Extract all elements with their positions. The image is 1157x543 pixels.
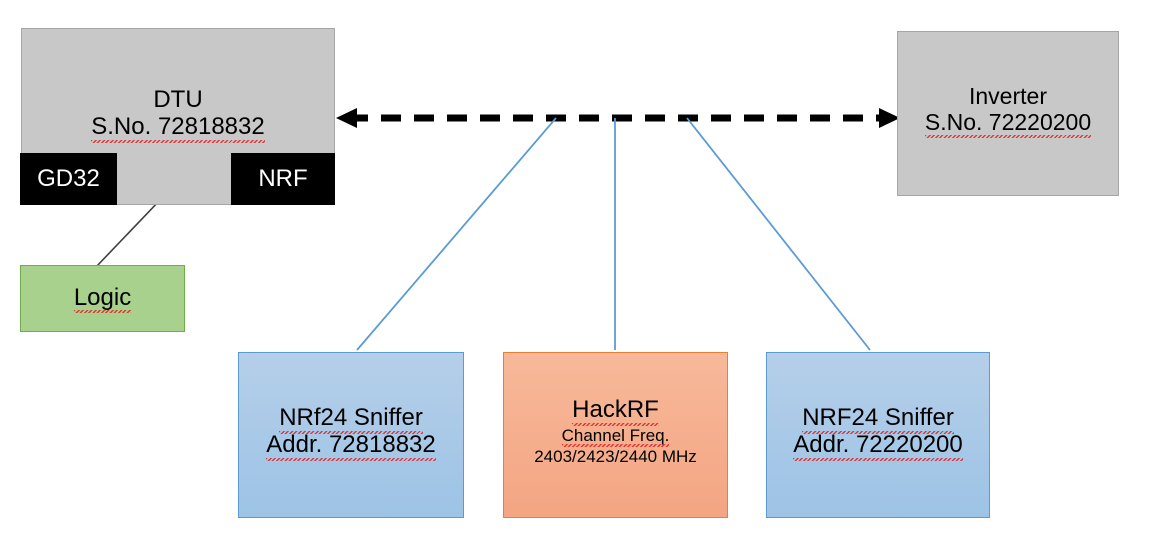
- inverter-serial: S.No. 72220200: [924, 108, 1092, 138]
- nrf-label: NRF: [258, 165, 308, 192]
- hackrf-title-text: HackRF: [572, 396, 659, 426]
- logic-label: Logic: [73, 284, 132, 313]
- inverter-serial-text: S.No. 72220200: [924, 108, 1092, 138]
- node-hackrf[interactable]: HackRF Channel Freq. 2403/2423/2440 MHz: [503, 352, 728, 518]
- sniffer-right-address: Addr. 72220200: [793, 430, 963, 461]
- node-logic[interactable]: Logic: [20, 265, 185, 332]
- dtu-serial-text: S.No. 72818832: [91, 112, 266, 143]
- sniffer-left-title: NRf24 Sniffer: [279, 404, 423, 434]
- rf-link-dashed-arrow: [336, 108, 900, 128]
- sniffer-left-address: Addr. 72818832: [266, 430, 436, 461]
- sniffer-right-title-text: NRF24 Sniffer: [802, 404, 954, 434]
- node-sniffer-right[interactable]: NRF24 Sniffer Addr. 72220200: [766, 352, 990, 518]
- dtu-serial: S.No. 72818832: [91, 112, 266, 143]
- sniffer-right-address-text: Addr. 72220200: [793, 430, 963, 461]
- hackrf-subtitle-text: Channel Freq.: [561, 425, 670, 447]
- node-sniffer-left[interactable]: NRf24 Sniffer Addr. 72818832: [238, 352, 464, 518]
- sniffer-left-title-text: NRf24 Sniffer: [279, 404, 423, 434]
- node-nrf[interactable]: NRF: [231, 153, 335, 205]
- inverter-title: Inverter: [969, 83, 1047, 109]
- node-inverter[interactable]: Inverter S.No. 72220200: [897, 31, 1119, 196]
- sniffer-right-title: NRF24 Sniffer: [802, 404, 954, 434]
- hackrf-subtitle: Channel Freq.: [561, 425, 670, 447]
- hackrf-title: HackRF: [572, 396, 659, 426]
- hackrf-frequencies: 2403/2423/2440 MHz: [534, 446, 697, 466]
- gd32-label: GD32: [37, 165, 100, 192]
- node-gd32[interactable]: GD32: [20, 153, 117, 205]
- sniffer-left-address-text: Addr. 72818832: [266, 430, 436, 461]
- sniffer-left-tap-line: [356, 117, 557, 351]
- sniffer-right-tap-line: [686, 117, 871, 351]
- dtu-title: DTU: [153, 86, 203, 113]
